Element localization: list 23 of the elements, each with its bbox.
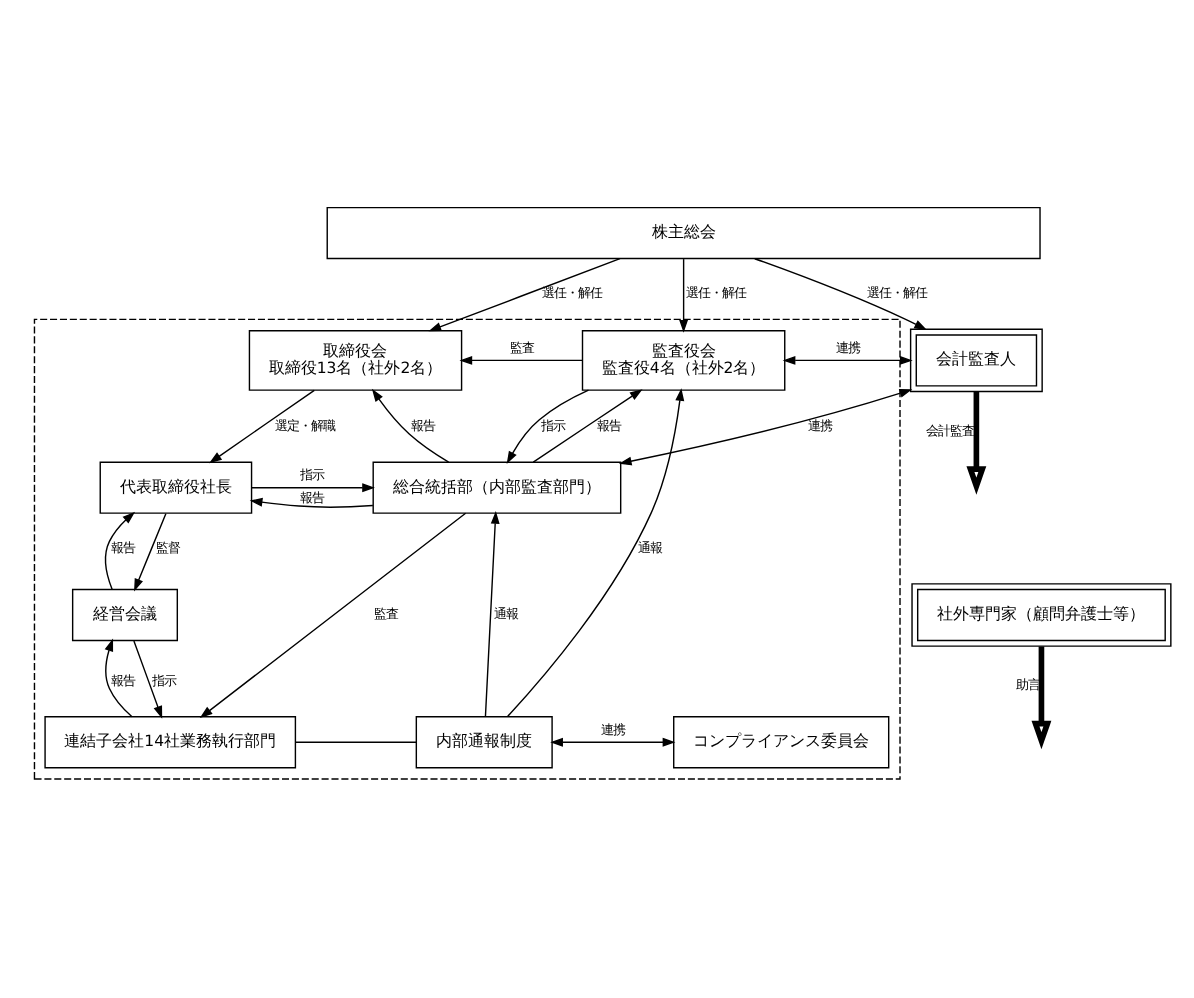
arrow (250, 483, 375, 493)
arrow (484, 511, 500, 718)
arrow (506, 388, 685, 718)
arrow (754, 258, 927, 331)
arrow (618, 388, 913, 466)
arrow (104, 511, 136, 590)
arrow (550, 737, 676, 747)
arrow (371, 388, 450, 463)
arrow (104, 638, 133, 718)
arrow (134, 513, 167, 592)
arrow (133, 640, 163, 719)
arrow (428, 257, 621, 332)
arrow (209, 389, 315, 464)
arrow (966, 391, 987, 495)
arrow (249, 497, 374, 508)
arrow (1031, 646, 1052, 750)
arrow (679, 258, 689, 333)
connector (295, 741, 417, 743)
arrow (459, 355, 584, 365)
arrow (506, 389, 590, 464)
arrow (532, 389, 643, 463)
arrow (199, 512, 467, 719)
arrow (782, 355, 913, 365)
